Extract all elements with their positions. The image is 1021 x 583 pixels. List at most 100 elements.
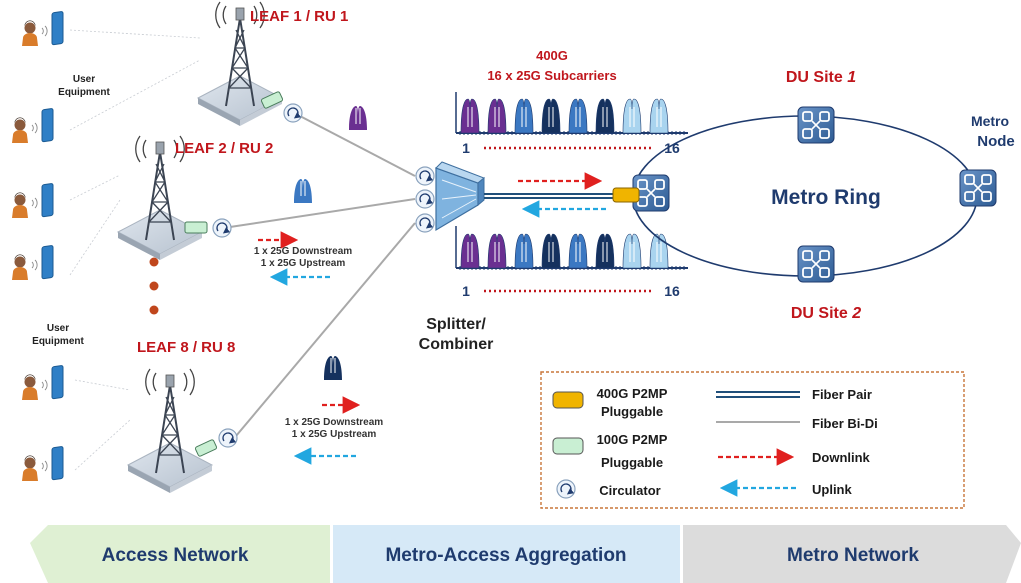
du-site-1-number: 1 [847,69,856,86]
subcarrier-peak [541,233,561,269]
subcarrier-direction-mark [494,242,500,262]
user-equipment-icon [21,364,64,401]
leaf2-label: LEAF 2 / RU 2 [175,140,273,157]
leaf2-subcarrier-icon [294,179,312,203]
user-equipment-label-top-1: User [73,74,95,85]
subcarrier-direction-mark [656,107,662,127]
splitter-circulator-2-icon [416,190,434,208]
subcarrier-peak [460,98,480,134]
subcarrier-direction-mark [521,107,527,127]
legend-uplink-label: Uplink [812,482,852,497]
subcarrier-peak [514,98,534,134]
subcarrier-direction-mark [548,242,554,262]
user-equipment-label-top-2: Equipment [58,87,110,98]
leaf2-upstream-label: 1 x 25G Upstream [261,258,346,269]
aggregation-band [333,525,680,583]
circulator-leaf2-icon [213,219,231,237]
leaf8-label: LEAF 8 / RU 8 [137,339,235,356]
subcarrier-peak [622,98,642,134]
leaf8-subcarrier-icon [324,356,342,380]
subcarrier-peak [595,98,615,134]
subcarrier-peak [487,98,507,134]
metro-band [683,525,1021,583]
user-equipment-label-bottom-1: User [47,323,69,334]
user-equipment-icon [11,107,54,144]
user-equipment-icon [11,182,54,219]
legend-box [540,371,965,509]
du-site-1-router-icon [797,106,835,144]
du-site-2-number: 2 [851,305,861,322]
user-equipment-group [11,10,64,482]
circulator-leaf8-icon [219,429,237,447]
subcarrier-end-bottom: 16 [664,283,680,299]
leaf8-downstream-label: 1 x 25G Downstream [285,417,383,428]
subcarrier-peak [649,98,669,134]
subcarrier-direction-mark [656,242,662,262]
legend-circulator-icon [557,480,575,498]
legend-fiber-pair-label: Fiber Pair [812,387,872,402]
du-site-2-label: DU Site 2 [791,305,861,322]
upstream-spectrum [455,226,688,270]
subcarrier-peak [487,233,507,269]
downstream-spectrum [455,92,688,135]
subcarrier-start-top: 1 [462,140,470,156]
splitter-circulator-3-icon [416,214,434,232]
subcarrier-direction-mark [602,107,608,127]
metro-node-label-1: Metro [971,113,1009,129]
subcarrier-direction-mark [575,242,581,262]
leaf8-upstream-label: 1 x 25G Upstream [292,429,377,440]
legend: 400G P2MP Pluggable 100G P2MP Pluggable … [540,371,965,509]
subcarrier-direction-mark [602,242,608,262]
legend-400g-label-2: Pluggable [601,404,663,419]
du-site-1-label: DU Site 1 [786,69,856,86]
legend-400g-label-1: 400G P2MP [597,386,668,401]
user-equipment-icon [21,445,64,482]
pluggable-100g-leaf2 [184,221,208,234]
subcarrier-direction-mark [521,242,527,262]
subcarrier-peak [568,233,588,269]
subcarrier-direction-mark [467,107,473,127]
user-equipment-icon [21,10,64,47]
metro-node-label-2: Node [977,133,1015,150]
circulator-leaf1-icon [284,104,302,122]
subcarrier-peak [568,98,588,134]
du-site-1-prefix: DU Site [786,69,847,86]
splitter-label-2: Combiner [419,336,494,353]
metro-node-router-icon [959,169,997,207]
subcarrier-title-1: 400G [536,48,568,63]
user-equipment-label-bottom-2: Equipment [32,336,84,347]
bidi-fibers [229,114,416,437]
metro-band-label: Metro Network [787,545,919,566]
subcarrier-end-top: 16 [664,140,680,156]
subcarrier-direction-mark [494,107,500,127]
splitter-label-1: Splitter/ [426,316,486,333]
more-leaves-dots [149,257,159,315]
leaf1-label: LEAF 1 / RU 1 [250,8,348,25]
splitter-combiner-icon [416,161,485,232]
subcarrier-start-bottom: 1 [462,283,470,299]
subcarrier-peak [595,233,615,269]
du-site-2-prefix: DU Site [791,305,852,322]
access-band-label: Access Network [102,545,249,566]
subcarrier-peak [541,98,561,134]
legend-100g-label-2: Pluggable [601,455,663,470]
subcarrier-peak [514,233,534,269]
tower-leaf8-icon [127,368,213,494]
aggregation-band-label: Metro-Access Aggregation [385,545,626,566]
bottom-bands: Access Network Metro-Access Aggregation … [30,525,1021,583]
user-equipment-icon [11,244,54,281]
subcarrier-peak [622,233,642,269]
subcarrier-direction-mark [467,242,473,262]
legend-400g-swatch [552,391,584,409]
legend-100g-swatch [552,437,584,455]
subcarrier-peak [460,233,480,269]
du-site-2-router-icon [797,245,835,283]
wireless-links [69,29,201,471]
subcarrier-direction-mark [548,107,554,127]
subcarrier-direction-mark [629,242,635,262]
pluggable-100g-leaf1 [260,91,284,109]
subcarrier-title-2: 16 x 25G Subcarriers [487,68,616,83]
access-band [30,525,330,583]
legend-downlink-label: Downlink [812,450,871,465]
